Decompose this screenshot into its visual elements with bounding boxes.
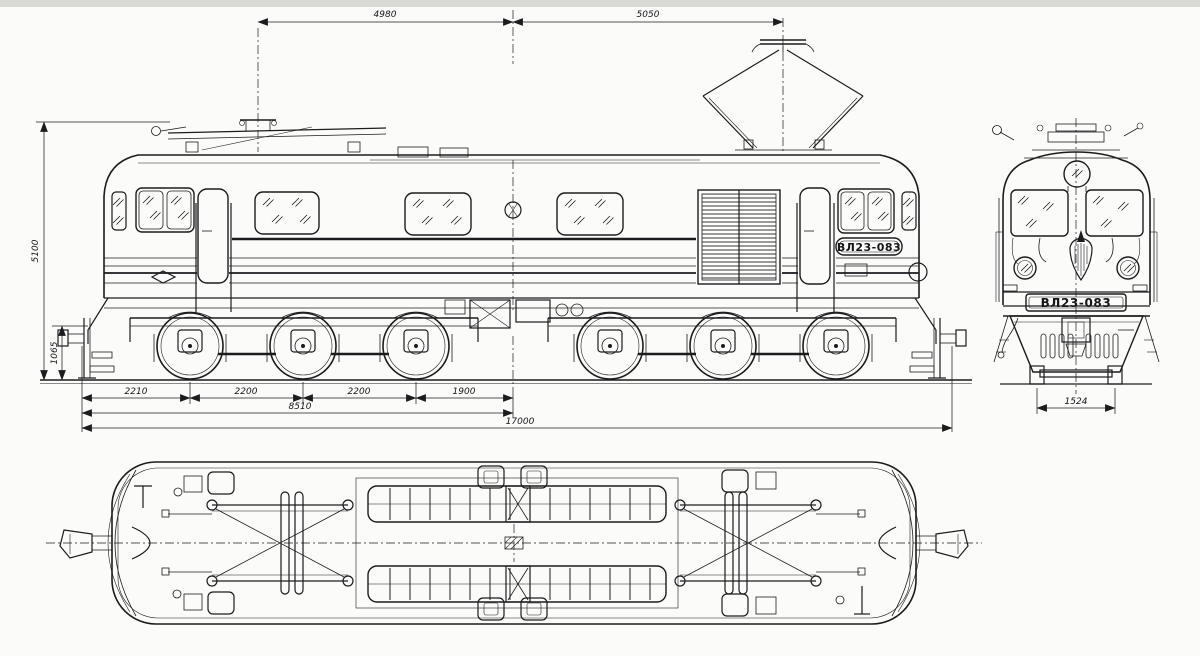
plan-small-fittings: [134, 485, 870, 615]
pantograph-left-folded: [167, 119, 387, 153]
dim-overall-length-label: 17000: [506, 417, 535, 427]
roof-hatches: [183, 465, 777, 621]
number-plate-front: ВЛ23-083: [1025, 293, 1127, 312]
front-emblem: [1069, 230, 1093, 282]
side-view: 4980 5050: [31, 10, 972, 432]
plan-pantograph-left: [161, 491, 354, 595]
cab-door-left: [197, 188, 229, 284]
pantograph-right-raised: [702, 39, 864, 151]
front-wheels: [1000, 365, 1152, 385]
number-plate-side: ВЛ23-083: [835, 237, 903, 277]
dimension-gauge: 1524: [1036, 388, 1116, 414]
dim-height-label: 5100: [31, 239, 41, 262]
front-number-text: ВЛ23-083: [1041, 296, 1112, 310]
dimension-left: 5100 1065: [31, 121, 170, 381]
dim-pivot-label: 1900: [453, 387, 476, 397]
windshields: [1010, 189, 1144, 265]
underframe-equipment: [444, 299, 584, 329]
side-windows: [111, 187, 917, 285]
front-view: ВЛ23-083: [992, 118, 1160, 414]
cab-door-right: [799, 187, 831, 285]
front-end-right: [909, 297, 967, 379]
dimension-bottom: 2210 2200 2200 1900 8510 17000: [81, 346, 953, 432]
soviet-crest-icon: [504, 201, 522, 219]
pilot-cowcatcher: [993, 305, 1160, 378]
plan-view: [46, 461, 982, 625]
plan-body-outline: [107, 461, 921, 625]
marker-lights: [1013, 256, 1140, 280]
dim-panto-right-label: 5050: [637, 10, 660, 20]
dimension-top: 4980 5050: [257, 10, 784, 26]
center-mark: [504, 536, 524, 550]
roof-resistor-banks: [355, 477, 679, 609]
dim-axle1-label: 2210: [125, 387, 148, 397]
right-bogie: [547, 311, 897, 380]
diamond-emblem: [150, 270, 177, 284]
dim-coupler-height-label: 1065: [50, 341, 60, 364]
coupler-right: [916, 529, 969, 559]
dim-axle3-label: 2200: [348, 387, 371, 397]
left-bogie: [129, 311, 479, 380]
headlight: [1063, 160, 1091, 192]
porthole: [908, 262, 928, 282]
front-roof-equipment: [992, 122, 1144, 159]
roof-equipment: [151, 126, 700, 161]
dim-gauge-label: 1524: [1065, 397, 1088, 407]
dim-panto-left-label: 4980: [374, 10, 397, 20]
dim-bogie-span-label: 8510: [289, 402, 312, 412]
side-number-text: ВЛ23-083: [837, 241, 901, 254]
louver-grille: [697, 189, 781, 285]
loco-body-side: [103, 154, 928, 312]
rail-line: [40, 379, 972, 384]
front-body: [995, 151, 1158, 305]
front-end-left: [57, 297, 115, 379]
scan-edge-strip: [0, 0, 1200, 7]
dim-axle2-label: 2200: [235, 387, 258, 397]
coupler-left: [59, 529, 112, 559]
